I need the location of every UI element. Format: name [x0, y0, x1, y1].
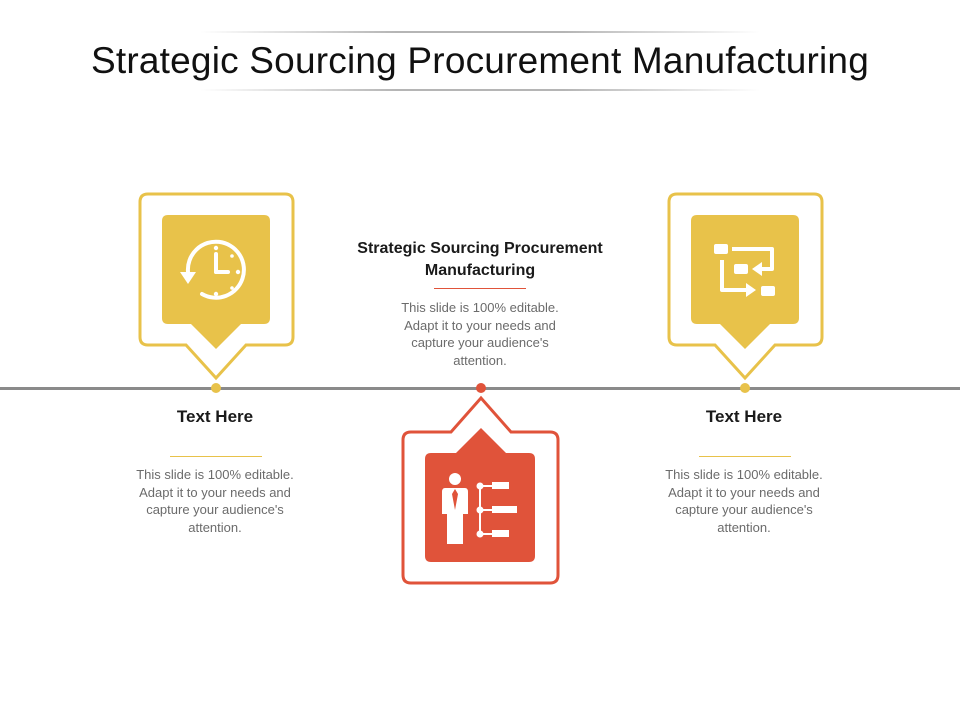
center-body-text: This slide is 100% editable. Adapt it to… — [401, 300, 559, 368]
right-timeline-dot — [740, 383, 750, 393]
slide-title: Strategic Sourcing Procurement Manufactu… — [91, 40, 869, 81]
right-heading: Text Here — [705, 407, 783, 426]
process-flow-icon — [714, 244, 775, 297]
title-bottom-rule — [200, 89, 760, 91]
right-heading-underline — [699, 456, 791, 457]
left-body-text: This slide is 100% editable. Adapt it to… — [136, 467, 294, 535]
employee-list-icon — [442, 473, 517, 544]
left-heading-underline — [170, 456, 262, 457]
right-body-text: This slide is 100% editable. Adapt it to… — [665, 467, 823, 535]
center-timeline-dot — [476, 383, 486, 393]
center-heading: Strategic Sourcing Procurement Manufactu… — [357, 240, 603, 279]
center-heading-underline — [434, 288, 526, 289]
left-timeline-dot — [211, 383, 221, 393]
title-top-rule — [200, 31, 760, 33]
clock-history-icon — [180, 239, 246, 300]
left-heading: Text Here — [176, 407, 254, 426]
